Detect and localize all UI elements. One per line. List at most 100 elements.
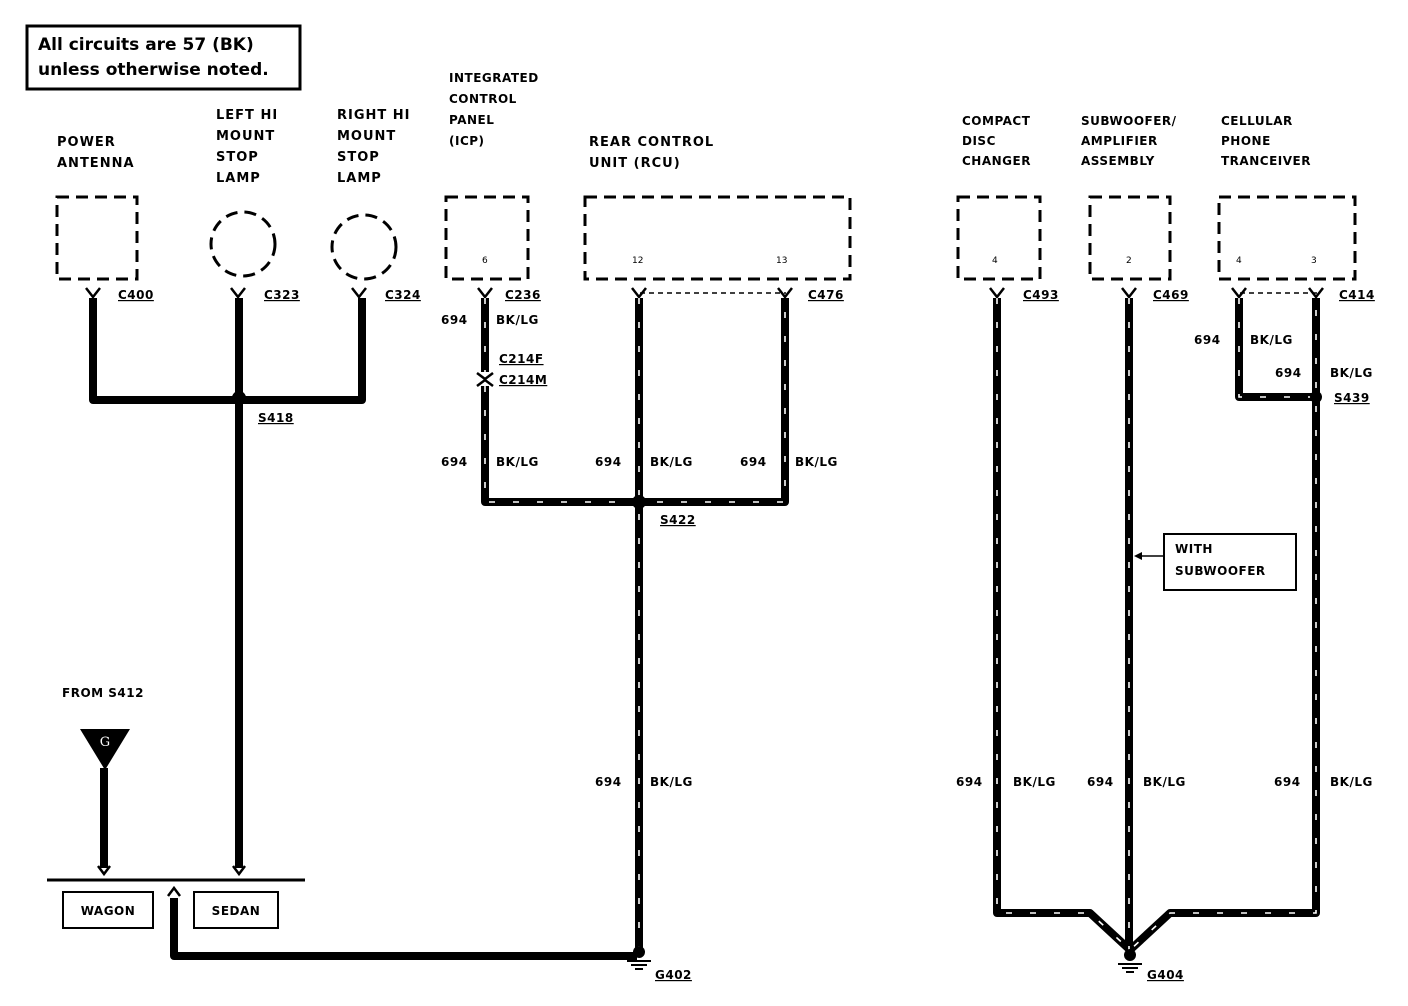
terminal-cell-4 [1231,287,1247,300]
label-line: DISC [962,134,996,148]
ground-g402-label: G402 [655,968,692,982]
with-sub-line: WITH [1175,542,1213,556]
circuit-number: 694 [595,775,622,789]
label-rcu: REAR CONTROL UNIT (RCU) [589,135,714,171]
label-icp: INTEGRATED CONTROL PANEL (ICP) [449,71,538,148]
sedan-label: SEDAN [212,904,261,918]
label-line: TRANCEIVER [1221,154,1311,168]
splice-s439-dot [1310,391,1322,403]
label-line: CELLULAR [1221,114,1293,128]
circuit-color: BK/LG [650,455,693,469]
note-line-1: All circuits are 57 (BK) [38,35,254,55]
terminal-c324 [351,287,367,300]
wagon-label: WAGON [81,904,136,918]
subwoofer-box [1088,195,1172,281]
label-line: UNIT (RCU) [589,156,681,171]
terminal-c236 [477,287,493,300]
splice-s439: S439 [1334,391,1370,405]
g-symbol-text: G [100,735,110,750]
label-line: REAR CONTROL [589,135,714,150]
connector-c400: C400 [118,288,154,302]
connector-c324: C324 [385,288,421,302]
label-line: MOUNT [337,129,396,144]
wires-694-center [481,298,789,948]
circuit-number: 694 [956,775,983,789]
label-line: LAMP [216,171,261,186]
circuit-color: BK/LG [1330,366,1373,380]
wire-to-g402 [170,898,637,960]
note-box: All circuits are 57 (BK) unless otherwis… [25,24,302,91]
terminal-cell-3 [1308,287,1324,300]
ground-g404-icon [1118,949,1142,973]
circuit-color: BK/LG [496,455,539,469]
circuit-color: BK/LG [1250,333,1293,347]
circuit-color: BK/LG [496,313,539,327]
label-line: PANEL [449,113,494,127]
pin-cell-3: 3 [1311,256,1317,266]
pin-cell-4: 4 [1236,256,1242,266]
terminal-c323 [230,287,246,300]
label-left-hmsl: LEFT HI MOUNT STOP LAMP [216,108,278,186]
label-subwoofer: SUBWOOFER/ AMPLIFIER ASSEMBLY [1081,114,1177,168]
label-line: LAMP [337,171,382,186]
pin-icp: 6 [482,256,488,266]
label-line: CONTROL [449,92,517,106]
left-hmsl-lamp-icon [209,210,277,278]
splice-s422: S422 [660,513,696,527]
wires-left [89,298,637,960]
ground-g402-icon [627,946,651,970]
label-line: (ICP) [449,134,485,148]
cd-changer-box [956,195,1042,281]
sedan-box [193,891,279,929]
label-line: POWER [57,135,116,150]
circuit-color: BK/LG [1143,775,1186,789]
c214-inline-connector-icon [476,372,494,387]
pin-cd: 4 [992,256,998,266]
terminals [85,287,1324,300]
label-line: MOUNT [216,129,275,144]
ground-g-triangle-icon: G [80,729,130,770]
circuit-color: BK/LG [795,455,838,469]
ground-g404-label: G404 [1147,968,1184,982]
circuit-number: 694 [441,313,468,327]
wire-cell4-s439 [1235,298,1316,401]
pin-rcu-13: 13 [776,256,787,266]
from-s412-label: FROM S412 [62,686,144,700]
right-hmsl-lamp-icon [330,213,398,281]
terminal-c400 [85,287,101,300]
circuit-number: 694 [1274,775,1301,789]
terminal-rcu-13 [777,287,793,300]
label-right-hmsl: RIGHT HI MOUNT STOP LAMP [337,108,411,186]
pin-sub: 2 [1126,256,1132,266]
connector-c214f: C214F [499,352,544,366]
label-line: ANTENNA [57,156,135,171]
label-line: STOP [337,150,380,165]
pin-rcu-12: 12 [632,256,643,266]
label-line: AMPLIFIER [1081,134,1158,148]
rcu-box [583,195,852,281]
label-line: ASSEMBLY [1081,154,1155,168]
circuit-color: BK/LG [1330,775,1373,789]
label-line: COMPACT [962,114,1031,128]
wires-694-right [993,298,1320,954]
label-line: SUBWOOFER/ [1081,114,1177,128]
circuit-color: BK/LG [1013,775,1056,789]
circuit-number: 694 [1275,366,1302,380]
icp-box [444,195,530,281]
label-line: LEFT HI [216,108,278,123]
circuit-labels: 694 BK/LG 694 BK/LG 694 BK/LG 694 BK/LG … [441,313,1373,789]
label-line: STOP [216,150,259,165]
connector-c236: C236 [505,288,541,302]
circuit-number: 694 [1087,775,1114,789]
terminal-c493 [989,287,1005,300]
label-line: RIGHT HI [337,108,411,123]
wagon-box [62,891,154,929]
power-antenna-box [55,195,139,281]
terminal-rcu-12 [631,287,647,300]
connector-c214m: C214M [499,373,547,387]
label-cd-changer: COMPACT DISC CHANGER [962,114,1031,168]
wire-s418-branch [89,298,366,404]
circuit-color: BK/LG [650,775,693,789]
label-power-antenna: POWER ANTENNA [57,135,135,171]
